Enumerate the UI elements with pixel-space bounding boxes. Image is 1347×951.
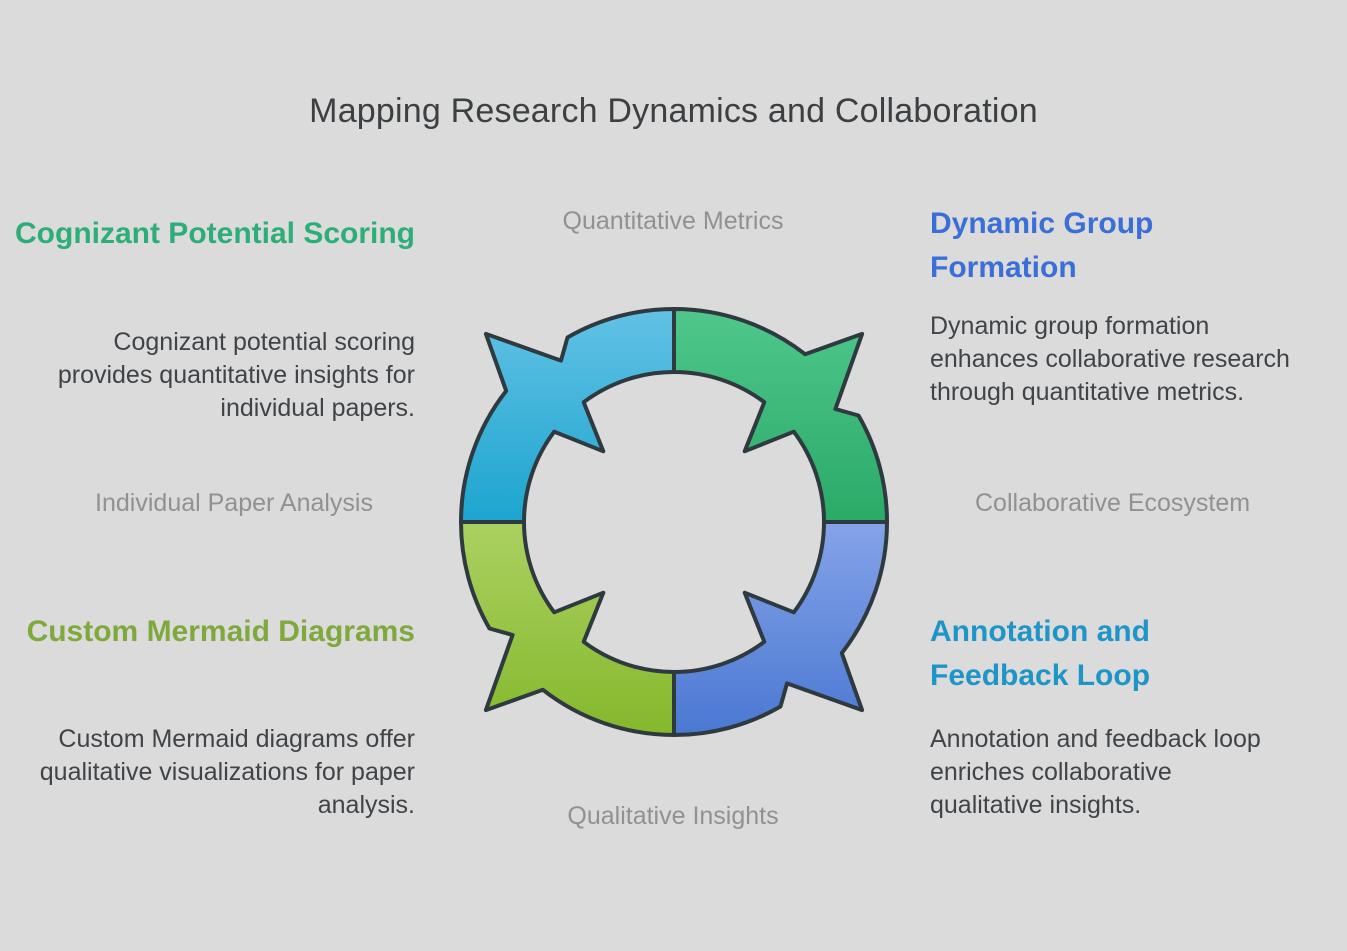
- page-title: Mapping Research Dynamics and Collaborat…: [309, 92, 1038, 130]
- cycle-label-individual-paper-analysis: Individual Paper Analysis: [95, 489, 373, 517]
- cycle-label-collaborative-ecosystem: Collaborative Ecosystem: [975, 489, 1251, 517]
- section-body-custom-mermaid-diagrams: Custom Mermaid diagrams offer qualitativ…: [39, 725, 415, 819]
- section-heading-cognizant-potential-scoring: Cognizant Potential Scoring: [15, 217, 416, 250]
- cycle-arrow-bottom-right: [672, 520, 889, 738]
- section-heading-annotation-feedback-loop: Annotation and Feedback Loop: [930, 615, 1151, 692]
- cycle-arrow-bottom-left: [458, 520, 676, 737]
- section-body-annotation-feedback-loop: Annotation and feedback loop enriches co…: [930, 725, 1261, 819]
- section-body-dynamic-group-formation: Dynamic group formation enhances collabo…: [930, 312, 1290, 406]
- cycle-arrow-top-left: [459, 306, 676, 524]
- section-heading-custom-mermaid-diagrams: Custom Mermaid Diagrams: [26, 615, 415, 648]
- cycle-arrow-top-right: [672, 307, 890, 524]
- cycle-label-qualitative-insights: Qualitative Insights: [567, 802, 779, 830]
- section-heading-dynamic-group-formation: Dynamic Group Formation: [930, 207, 1154, 284]
- section-body-cognizant-potential-scoring: Cognizant potential scoring provides qua…: [57, 328, 415, 422]
- cycle-label-quantitative-metrics: Quantitative Metrics: [562, 207, 784, 235]
